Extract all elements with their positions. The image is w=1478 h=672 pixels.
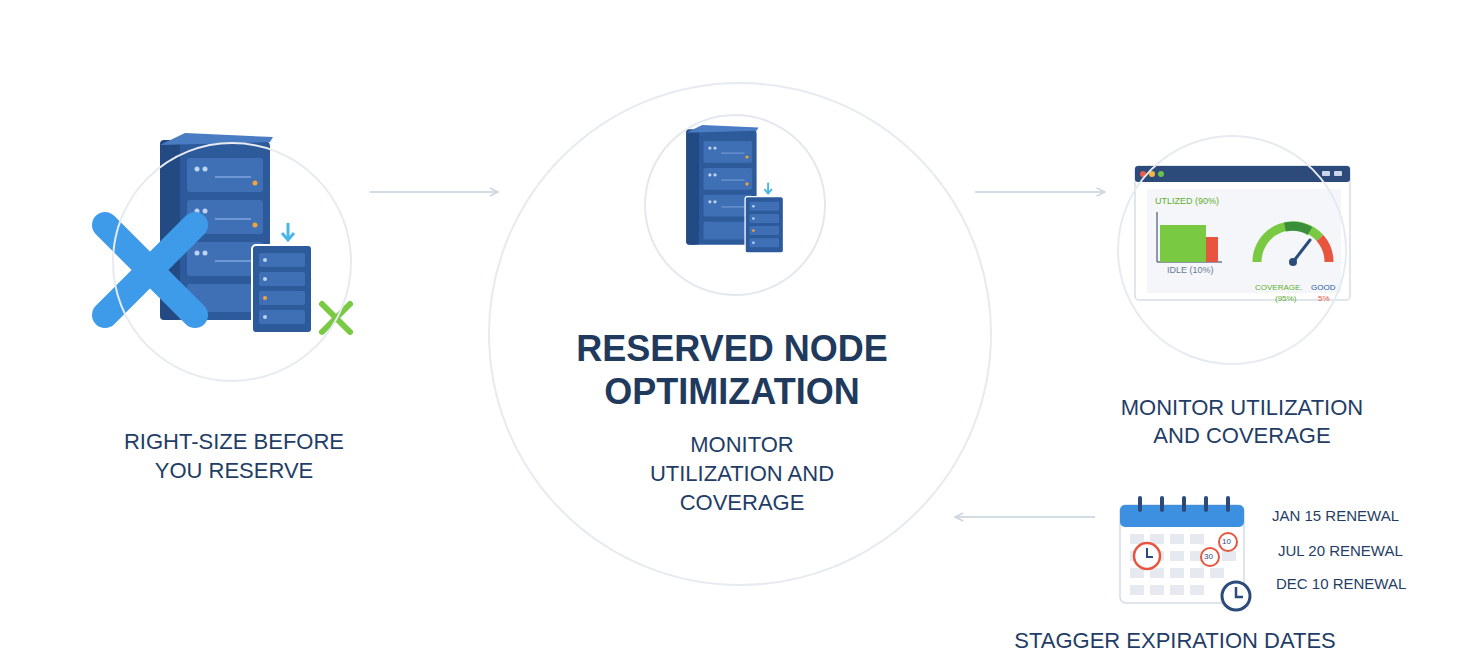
chart-label: IDLE (10%) [1167,266,1214,275]
gauge-label: COVERAGE. [1255,284,1303,292]
calendar-ring [1160,496,1164,512]
date-circle [1201,548,1219,566]
idle-bar [1206,237,1218,262]
clock-mark [1134,543,1160,569]
calendar-ring [1182,496,1186,512]
date-circle [1219,533,1237,551]
date-number: 10 [1222,538,1231,546]
flow-arrow [369,191,497,193]
server-icon [686,125,783,253]
chart-axis [1156,212,1158,262]
dashboard-window [1135,166,1350,300]
date-number: 30 [1204,553,1213,561]
gauge-bad-arc [1320,238,1329,262]
window-button [1322,171,1330,176]
step-circle: RIGHT-SIZE BEFORE YOU RESERVE [112,142,352,382]
hub-circle: RESERVED NODE OPTIMIZATION MONITOR UTILIZ… [488,82,992,586]
calendar-ring [1138,496,1142,512]
window-dot [1140,171,1146,177]
flow-arrow [975,191,1105,193]
window-dot [1149,171,1155,177]
reject-cross [105,225,195,315]
clock-icon [1222,582,1250,610]
gauge-value: (95%) [1275,295,1296,303]
calendar-grid [1130,534,1236,595]
step-circle: MONITOR UTILIZATION AND COVERAGE [1117,135,1347,365]
utilized-bar [1160,225,1206,262]
hub-subtitle: MONITOR UTILIZATION AND COVERAGE [637,430,847,517]
window-titlebar [1135,166,1350,182]
renewal-date: DEC 10 RENEWAL [1276,576,1406,591]
reject-cross [105,225,195,315]
gauge-hub [1289,258,1297,266]
dashboard-panel [1147,189,1341,293]
calendar-ring [1226,496,1230,512]
gauge-needle [1293,240,1310,262]
renewal-date: JAN 15 RENEWAL [1272,508,1399,523]
clock-hands [1147,548,1153,557]
gauge-good-arc [1257,226,1320,262]
calendar-ring [1204,496,1208,512]
step-label: RIGHT-SIZE BEFORE YOU RESERVE [99,427,369,485]
renewal-date: JUL 20 RENEWAL [1278,543,1403,558]
window-button [1334,171,1342,176]
icon-circle [645,115,825,295]
step-label: STAGGER EXPIRATION DATES [995,627,1355,655]
small-cross [322,304,350,332]
chart-label: UTLIZED (90%) [1155,197,1219,206]
window-dot [1158,171,1164,177]
step-label: MONITOR UTILIZATION AND COVERAGE [1102,394,1382,450]
gauge-label: GOOD [1311,284,1335,292]
clock-hands [1236,587,1243,597]
small-cross [322,304,350,332]
hub-title: RESERVED NODE OPTIMIZATION [542,327,922,413]
flow-arrow [955,516,1095,518]
gauge-value: 5% [1318,295,1330,303]
gauge-arc [1285,226,1310,231]
